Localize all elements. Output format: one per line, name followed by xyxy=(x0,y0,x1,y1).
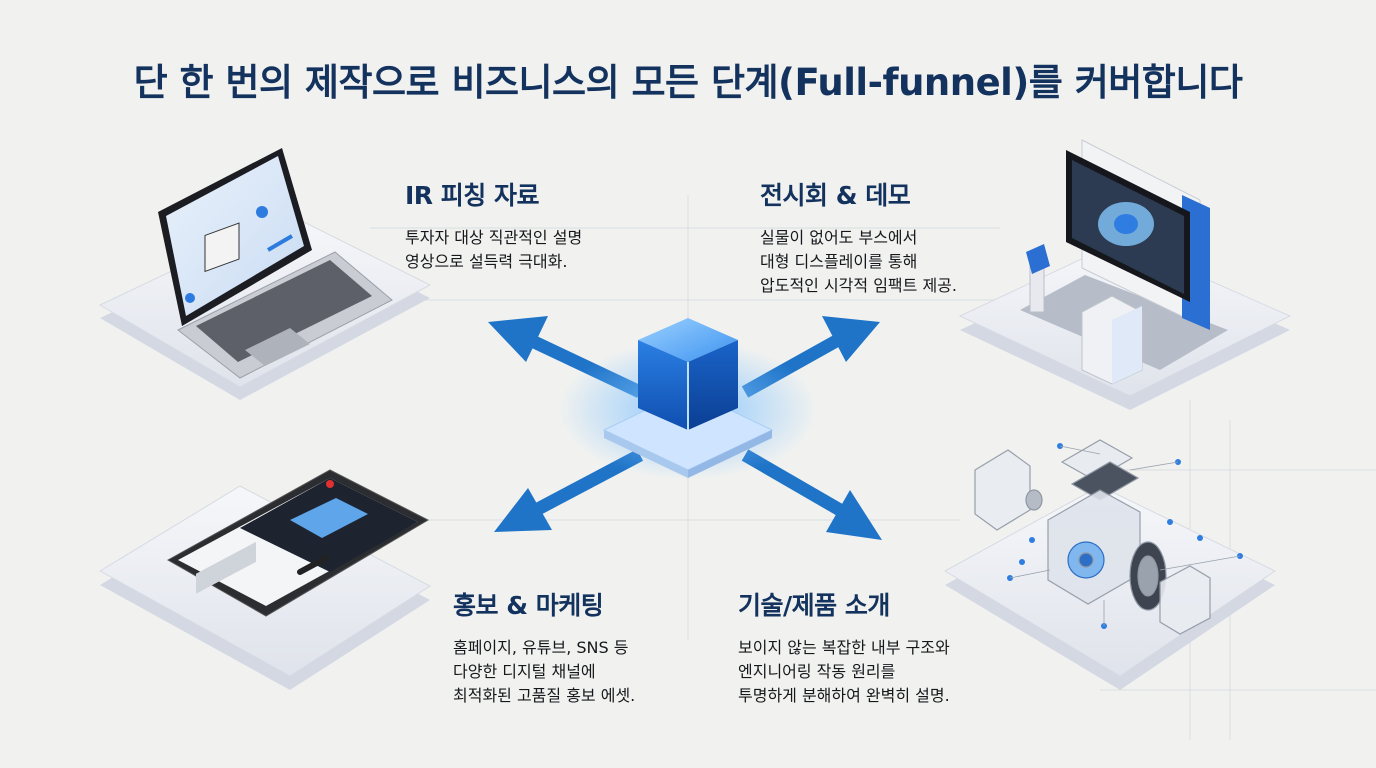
laptop-icon xyxy=(158,148,393,379)
section-tech-product: 기술/제품 소개 보이지 않는 복잡한 내부 구조와 엔지니어링 작동 원리를 … xyxy=(738,586,950,708)
section-line: 실물이 없어도 부스에서 xyxy=(760,228,918,247)
section-line: 대형 디스플레이를 통해 xyxy=(760,252,918,271)
section-heading: 전시회 & 데모 xyxy=(760,181,911,210)
section-line: 투자자 대상 직관적인 설명 xyxy=(405,228,583,247)
exploded-machine-icon xyxy=(974,439,1243,635)
section-line: 엔지니어링 작동 원리를 xyxy=(738,662,896,681)
section-exhibition-demo: 전시회 & 데모 실물이 없어도 부스에서 대형 디스플레이를 통해 압도적인 … xyxy=(760,176,957,298)
section-heading: 기술/제품 소개 xyxy=(738,591,890,620)
section-line: 투명하게 분해하여 완벽히 설명. xyxy=(738,686,950,705)
section-line: 홈페이지, 유튜브, SNS 등 xyxy=(453,638,629,657)
page-title: 단 한 번의 제작으로 비즈니스의 모든 단계(Full-funnel)를 커버… xyxy=(133,61,1243,104)
section-line: 보이지 않는 복잡한 내부 구조와 xyxy=(738,638,950,657)
core-cube-icon xyxy=(558,318,818,480)
section-marketing: 홍보 & 마케팅 홈페이지, 유튜브, SNS 등 다양한 디지털 채널에 최적… xyxy=(453,586,635,708)
section-line: 압도적인 시각적 임팩트 제공. xyxy=(760,276,957,295)
smartphone-icon xyxy=(166,469,430,617)
booth-icon xyxy=(1020,139,1228,385)
section-line: 영상으로 설득력 극대화. xyxy=(405,252,568,271)
section-heading: IR 피칭 자료 xyxy=(405,181,539,210)
section-ir-pitching: IR 피칭 자료 투자자 대상 직관적인 설명 영상으로 설득력 극대화. xyxy=(405,176,582,274)
section-line: 다양한 디지털 채널에 xyxy=(453,662,596,681)
section-heading: 홍보 & 마케팅 xyxy=(453,591,604,620)
arrow-to-tech xyxy=(741,449,882,540)
section-line: 최적화된 고품질 홍보 에셋. xyxy=(453,686,636,705)
